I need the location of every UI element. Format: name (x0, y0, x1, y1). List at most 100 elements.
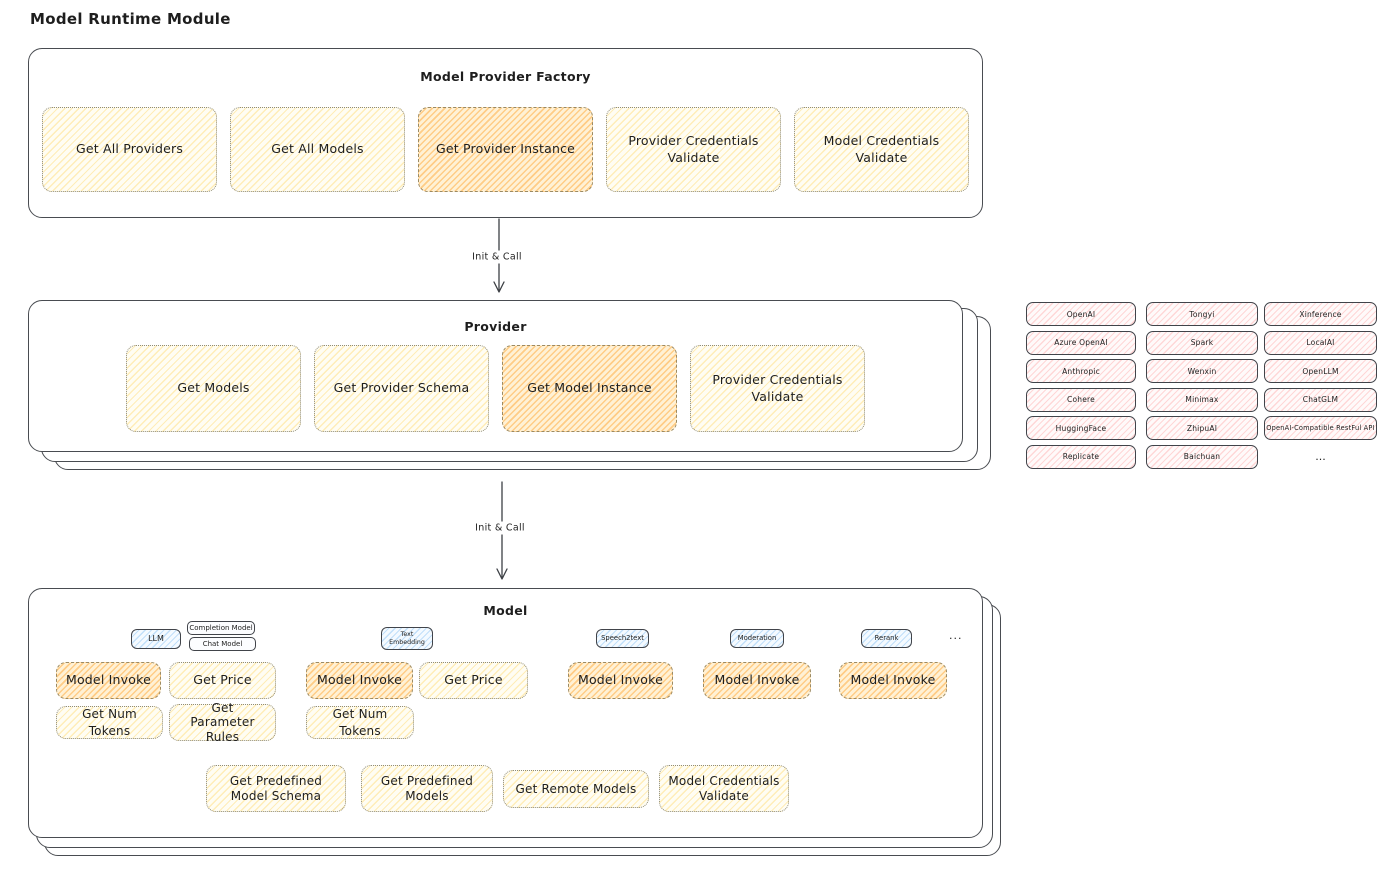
provider-box-get-provider-schema: Get Provider Schema (314, 345, 489, 432)
chip-label: Anthropic (1062, 366, 1100, 376)
box-label: Get Price (193, 672, 252, 688)
box-label: Provider Credentials Validate (712, 371, 843, 404)
model-box: Model LLM Completion Model Chat Model Te… (28, 588, 983, 838)
box-label: Get Predefined Model Schema (229, 773, 323, 803)
chip-label: Replicate (1062, 452, 1100, 461)
box-label: Get Parameter Rules (190, 700, 255, 744)
provider-chip-wenxin: Wenxin (1146, 359, 1258, 383)
model-get-predefined-model-schema: Get Predefined Model Schema (206, 765, 346, 812)
factory-box-provider-credentials-validate: Provider Credentials Validate (606, 107, 781, 192)
factory-box-get-all-providers: Get All Providers (42, 107, 217, 192)
rerank-model-invoke: Model Invoke (839, 662, 947, 699)
tag-chat-model: Chat Model (189, 637, 256, 651)
tag-llm: LLM (131, 629, 181, 649)
provider-chip-spark: Spark (1146, 330, 1258, 355)
factory-box-model-credentials-validate: Model Credentials Validate (794, 107, 969, 192)
tag-rerank: Rerank (861, 629, 912, 648)
tag-label: Rerank (874, 633, 899, 642)
tag-text-embedding: Text Embedding (381, 627, 433, 650)
chip-label: Baichuan (1183, 452, 1221, 461)
chip-label: OpenAI (1066, 309, 1096, 319)
llm-get-num-tokens: Get Num Tokens (56, 706, 163, 739)
box-label: Model Invoke (577, 672, 664, 688)
box-label: Model Credentials Validate (668, 773, 780, 803)
box-label: Get Price (444, 672, 503, 688)
box-label: Provider Credentials Validate (628, 132, 759, 165)
provider-box-row: Get Models Get Provider Schema Get Model… (29, 345, 962, 432)
factory-box: Model Provider Factory Get All Providers… (28, 48, 983, 218)
text-embedding-model-invoke: Model Invoke (306, 662, 413, 699)
provider-chip-huggingface: HuggingFace (1026, 416, 1136, 440)
provider-chip-zhipuai: ZhipuAI (1146, 416, 1258, 440)
provider-chip-openai-compatible: OpenAI-Compatible RestFul API (1264, 416, 1377, 440)
tag-completion-model: Completion Model (187, 621, 255, 635)
arrow1-label: Init & Call (468, 250, 526, 264)
provider-box-get-models: Get Models (126, 345, 301, 432)
box-label: Get Model Instance (527, 380, 652, 396)
provider-chip-baichuan: Baichuan (1146, 444, 1258, 469)
provider-title: Provider (464, 319, 527, 334)
box-label: Model Invoke (65, 672, 152, 688)
chip-label: ZhipuAI (1186, 423, 1218, 433)
provider-chip-azure-openai: Azure OpenAI (1026, 330, 1136, 355)
provider-chip-openai: OpenAI (1026, 302, 1136, 326)
provider-chip-openllm: OpenLLM (1264, 359, 1377, 383)
factory-title: Model Provider Factory (420, 69, 591, 84)
arrow2-label: Init & Call (471, 521, 529, 535)
llm-get-parameter-rules: Get Parameter Rules (169, 700, 276, 744)
factory-box-get-provider-instance: Get Provider Instance (418, 107, 593, 192)
model-credentials-validate: Model Credentials Validate (659, 765, 789, 812)
provider-chip-minimax: Minimax (1146, 387, 1258, 412)
provider-chip-replicate: Replicate (1026, 444, 1136, 469)
box-label: Model Credentials Validate (823, 132, 940, 165)
chip-label: Cohere (1067, 395, 1095, 404)
box-label: Model Invoke (316, 672, 403, 688)
factory-section: Model Provider Factory Get All Providers… (28, 48, 983, 218)
tag-speech2text: Speech2text (596, 629, 649, 648)
factory-box-row: Get All Providers Get All Models Get Pro… (29, 107, 982, 192)
box-label: Model Invoke (850, 672, 936, 688)
tag-label: Moderation (737, 633, 777, 642)
llm-model-invoke: Model Invoke (56, 662, 161, 699)
box-label: Get Num Tokens (332, 707, 388, 738)
tag-label: Completion Model (189, 624, 253, 632)
chip-label: Minimax (1185, 395, 1219, 404)
provider-chip-localai: LocalAI (1264, 330, 1377, 355)
box-label: Get Num Tokens (82, 707, 137, 738)
chip-label: LocalAI (1306, 338, 1335, 347)
tag-label: Chat Model (202, 640, 243, 648)
text-embedding-get-price: Get Price (419, 662, 528, 699)
chip-label: Azure OpenAI (1054, 338, 1108, 347)
page-title: Model Runtime Module (30, 10, 231, 28)
box-label: Get Provider Instance (435, 141, 576, 157)
box-label: Get All Models (271, 141, 364, 157)
model-title: Model (483, 603, 528, 618)
chip-label: Tongyi (1189, 309, 1215, 319)
chip-label: Xinference (1299, 309, 1342, 319)
model-section: Model LLM Completion Model Chat Model Te… (28, 588, 1001, 856)
provider-chip-column-2: Tongyi Spark Wenxin Minimax ZhipuAI Baic… (1146, 302, 1258, 469)
factory-box-get-all-models: Get All Models (230, 107, 405, 192)
model-get-remote-models: Get Remote Models (503, 770, 649, 808)
box-label: Model Invoke (714, 672, 800, 688)
chip-label: OpenAI-Compatible RestFul API (1266, 424, 1375, 432)
llm-get-price: Get Price (169, 662, 276, 699)
provider-chip-column-3: Xinference LocalAI OpenLLM ChatGLM OpenA… (1264, 302, 1377, 469)
box-label: Get Provider Schema (333, 380, 470, 396)
speech2text-model-invoke: Model Invoke (568, 662, 673, 699)
text-embedding-get-num-tokens: Get Num Tokens (306, 706, 414, 739)
provider-chips-ellipsis: ... (1315, 450, 1326, 463)
chip-label: Wenxin (1187, 366, 1217, 376)
moderation-model-invoke: Model Invoke (703, 662, 811, 699)
chip-label: ChatGLM (1302, 395, 1339, 404)
provider-box-provider-credentials-validate: Provider Credentials Validate (690, 345, 865, 432)
model-tags-ellipsis: ... (949, 629, 963, 642)
box-label: Get Models (177, 380, 250, 396)
provider-chip-xinference: Xinference (1264, 302, 1377, 326)
tag-moderation: Moderation (730, 629, 784, 648)
tag-label: Speech2text (601, 633, 644, 642)
box-label: Get Remote Models (515, 781, 637, 796)
chip-label: HuggingFace (1055, 423, 1107, 433)
provider-chip-tongyi: Tongyi (1146, 302, 1258, 326)
